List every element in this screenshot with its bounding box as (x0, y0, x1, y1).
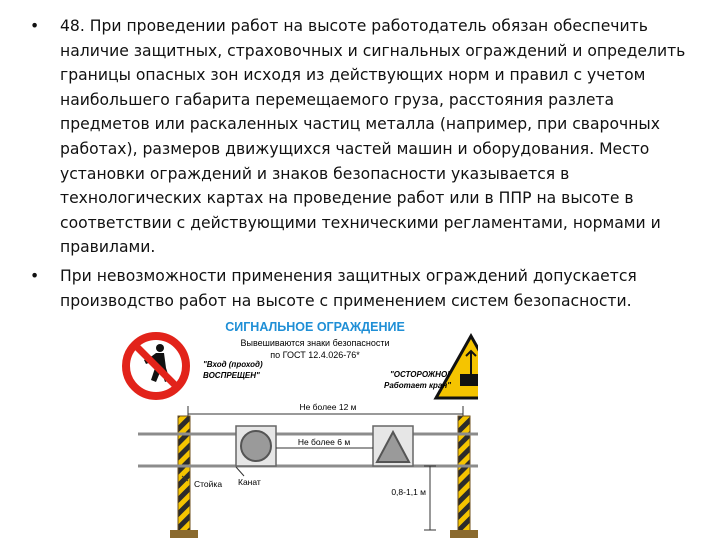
signal-fence-diagram: СИГНАЛЬНОЕ ОГРАЖДЕНИЕ Вывешиваются знаки… (122, 320, 478, 538)
post-label: Стойка (194, 479, 222, 489)
no-entry-sign-icon (122, 332, 190, 400)
height-dimension-label: 0,8-1,1 м (391, 487, 426, 497)
diagram-title: СИГНАЛЬНОЕ ОГРАЖДЕНИЕ (225, 320, 405, 334)
inner-dimension-label: Не более 6 м (298, 437, 351, 447)
bullet-marker: • (30, 266, 40, 285)
rope-label: Канат (238, 477, 261, 487)
bullet-text: При невозможности применения защитных ог… (60, 266, 637, 310)
bullet-text: 48. При проведении работ на высоте работ… (60, 17, 686, 257)
left-sign-caption-1: "Вход (проход) (203, 360, 263, 369)
bullet-item-2: • При невозможности применения защитных … (30, 264, 690, 313)
round-sign-icon (240, 430, 272, 462)
bullet-list: • 48. При проведении работ на высоте раб… (30, 14, 690, 317)
bullet-item-1: • 48. При проведении работ на высоте раб… (30, 14, 690, 260)
diagram-subtitle-2: по ГОСТ 12.4.026-76* (270, 350, 360, 360)
crane-warning-sign-icon (433, 332, 478, 400)
right-post-base (450, 530, 478, 538)
left-sign-caption-2: ВОСПРЕЩЕН" (203, 371, 260, 380)
diagram-subtitle-1: Вывешиваются знаки безопасности (240, 338, 389, 348)
bullet-marker: • (30, 17, 40, 35)
left-post-base (170, 530, 198, 538)
right-sign-caption-1: "ОСТОРОЖНО! (390, 370, 450, 379)
outer-dimension-label: Не более 12 м (299, 402, 356, 412)
triangle-sign-icon (375, 429, 411, 463)
right-sign-caption-2: Работает кран" (384, 381, 451, 390)
